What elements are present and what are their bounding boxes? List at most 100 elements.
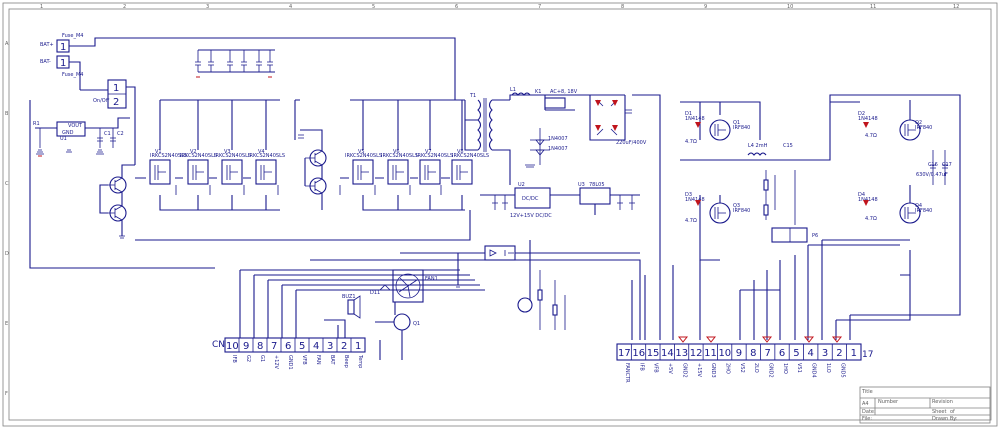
bridge-cap: 220uF/400V: [616, 140, 647, 146]
v5-part: IRKCS2N40SLS: [345, 153, 382, 159]
d-label-1: 1N4007: [548, 136, 568, 142]
bus-lines: [29, 100, 961, 340]
zone-col-8: 8: [621, 4, 624, 10]
p6-box: [771, 227, 808, 243]
p17-pin-name: 1HO: [782, 363, 788, 374]
v4-part: IRKCS2N40SLS: [248, 153, 285, 159]
cn2-pin-name: IFB: [231, 355, 237, 363]
p6-label: P6: [812, 233, 818, 239]
p17-pin-number: 10: [718, 348, 731, 359]
q3-ref: Q3: [733, 203, 740, 209]
p17-pin-name: VFB: [653, 363, 659, 373]
cn2-pin-number: 5: [299, 341, 305, 352]
r-g2: 4.7Ω: [865, 133, 877, 139]
p17-pin-name: GND4: [811, 363, 817, 378]
p17-pin-number: 16: [632, 348, 645, 359]
cn2-pin-number: 9: [243, 341, 249, 352]
u3-ref: U3: [578, 182, 585, 188]
cn2-pin-name: +12V: [273, 355, 279, 370]
fan-transistor: [393, 313, 411, 331]
r-g1: 4.7Ω: [685, 139, 697, 145]
d1-part: 1N4148: [685, 116, 705, 122]
mosfet-bank-left: IRKCS2N40SLS V1 IRKCS2N40SLS V2 IRKCS2N4…: [134, 99, 285, 211]
bridge-rectifier: 220uF/400V: [589, 94, 661, 185]
u2-part: DC/DC: [522, 196, 539, 202]
p17-pin-number: 6: [779, 348, 785, 359]
r-g4: 4.7Ω: [865, 216, 877, 222]
cn2-pin-number: 3: [327, 341, 333, 352]
fan-diode: D11: [370, 290, 380, 296]
d1-ref: D1: [685, 111, 692, 117]
sense-section: [400, 240, 640, 330]
p17-pin-number: 17: [618, 348, 631, 359]
q4-part: IRF840: [915, 208, 932, 214]
p17-pin-number: 7: [765, 348, 771, 359]
p17-pin-name: GND2: [768, 363, 774, 378]
v3-part: IRKCS2N40SLS: [214, 153, 251, 159]
p17-pin-number: 9: [736, 348, 742, 359]
zone-row-e: E: [5, 321, 8, 327]
cn2-pin-number: 4: [313, 341, 319, 352]
v8-part: IRKCS2N40SLS: [452, 153, 489, 159]
cn2-pin-name: G1: [259, 355, 265, 362]
c15-label: C15: [783, 143, 793, 149]
p17-pin-number: 5: [793, 348, 799, 359]
v1-ref: V1: [155, 149, 162, 155]
onoff-switch: 1 2 On/Off: [80, 79, 136, 109]
cn2-pin-number: 2: [341, 341, 347, 352]
u3-part: 78L05: [589, 182, 605, 188]
cn2-pin-number: 10: [226, 341, 239, 352]
p17-pin-number: 1: [851, 348, 857, 359]
p17-pin-name: 2HO: [724, 363, 730, 374]
cn2-pin-name: GND1: [287, 355, 293, 370]
cn2-pin-name: BAT: [329, 355, 335, 365]
onoff-pin2: 2: [113, 97, 119, 108]
p17-pin-number: 15: [647, 348, 660, 359]
date-label: Date:: [862, 409, 876, 415]
p17-pin-number: 11: [704, 348, 717, 359]
v1-part: IRKCS2N40SLS: [150, 153, 187, 159]
p17-pin-name: FANCTR: [624, 363, 630, 383]
cn2-pin-name: FAN: [315, 355, 321, 365]
battery-connector: BAT+ 1 BAT- 1 Fuse_M4 Fuse_M4: [40, 33, 456, 90]
cn2-label: CN2: [212, 340, 231, 350]
d4-ref: D4: [858, 192, 865, 198]
c1-label: C1: [104, 131, 111, 137]
cn2-pin-name: G2: [245, 355, 251, 362]
p17-pin-number: 13: [675, 348, 688, 359]
fan-ref: FAN1: [425, 276, 438, 282]
p17-pin-name: 1LO: [825, 363, 831, 373]
bat-plus-label: BAT+: [40, 42, 54, 48]
fuse-label: Fuse_M4: [62, 33, 83, 39]
p17-pin-name: GND3: [710, 363, 716, 378]
regulator-u3: 78L05 U3: [578, 182, 640, 215]
zone-col-4: 4: [289, 4, 292, 10]
c-voltage: 630V/0.47uF: [916, 172, 948, 178]
zone-col-2: 2: [123, 4, 126, 10]
buzzer-ref: BUZ1: [342, 294, 356, 300]
p17-pin-name: GND5: [839, 363, 845, 378]
cn2-pin-name: VFB: [301, 355, 307, 365]
p17-pin-number: 12: [690, 348, 703, 359]
p17-pin-number: 4: [808, 348, 814, 359]
u2-desc: 12V+15V DC/DC: [510, 213, 552, 219]
u2-ref: U2: [518, 182, 525, 188]
c2-label: C2: [117, 131, 124, 137]
p17-pin-name: +15V: [696, 363, 702, 378]
q2-ref: Q2: [915, 120, 922, 126]
p17-pin-number: 2: [836, 348, 842, 359]
u1-box: [56, 121, 86, 137]
cn2-pin-number: 7: [271, 341, 277, 352]
zone-row-f: F: [5, 391, 8, 397]
zone-col-7: 7: [538, 4, 541, 10]
r-g3: 4.7Ω: [685, 218, 697, 224]
title-block: Title A4 Number Revision Date: File: She…: [859, 386, 991, 424]
zone-labels: 1 2 3 4 5 6 7 8 9 10 11 12 A B C D E F: [5, 4, 959, 397]
p17-pin-name: IFB: [638, 363, 644, 371]
zone-col-9: 9: [704, 4, 707, 10]
v7-part: IRKCS2N40SLS: [416, 153, 453, 159]
onoff-label: On/Off: [93, 98, 110, 104]
driver-transistors-left: [99, 164, 135, 239]
v6-part: IRKCS2N40SLS: [381, 153, 418, 159]
